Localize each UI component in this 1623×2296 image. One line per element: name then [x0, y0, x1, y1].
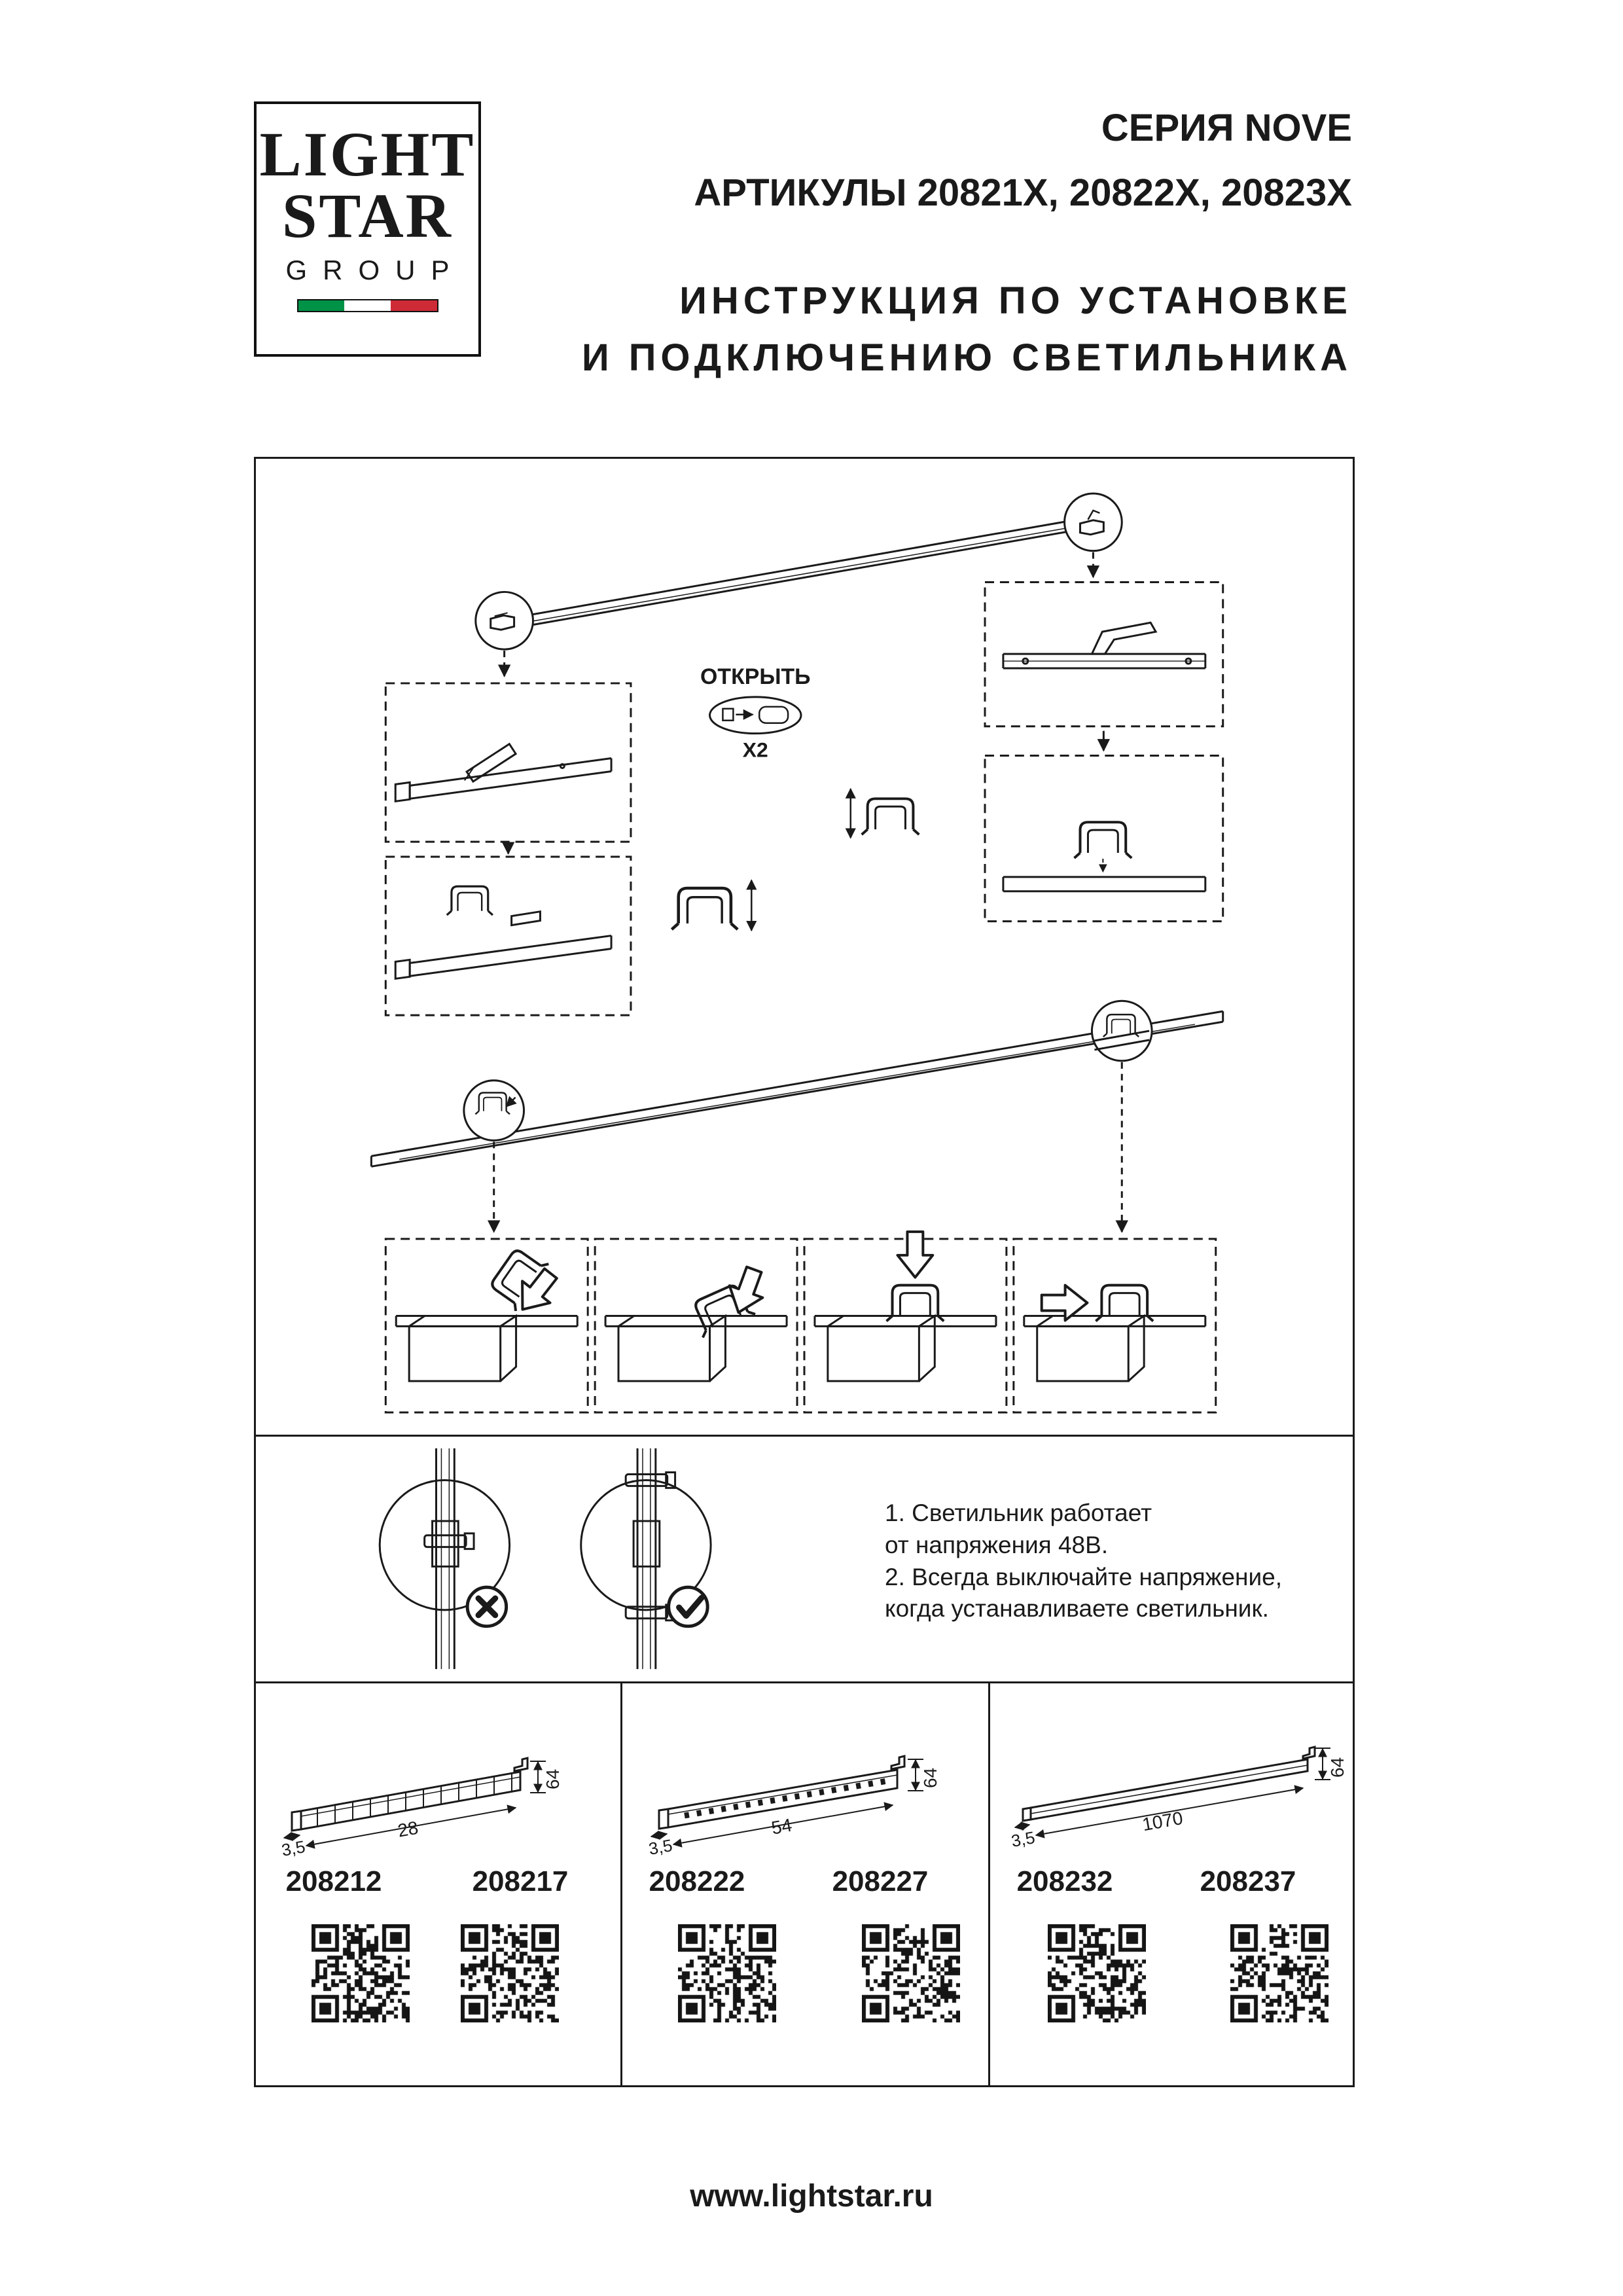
- wrong-strap-assembly: [378, 1448, 511, 1670]
- qr-code: [461, 1924, 559, 2022]
- column-divider-2: [988, 1683, 990, 2085]
- endcap-callout-right-icon: [1063, 492, 1123, 552]
- flag-red-segment: [390, 300, 437, 312]
- instruction-title: ИНСТРУКЦИЯ ПО УСТАНОВКЕ И ПОДКЛЮЧЕНИЮ СВ…: [582, 272, 1352, 386]
- dim-height-2: 64: [920, 1768, 940, 1788]
- open-count-label: X2: [743, 738, 768, 762]
- track-rail-bottom: [370, 1010, 1224, 1168]
- dim-width-1: 3,5: [280, 1837, 307, 1860]
- detail-open-endcap-box: [384, 682, 632, 843]
- product-drawing-1: 64 28 3,5: [280, 1757, 563, 1860]
- clip-callout-right-icon: [1090, 999, 1153, 1062]
- dim-length-3: 1070: [1141, 1808, 1185, 1835]
- mount-clip-icon-1: [845, 787, 921, 839]
- qr-code: [312, 1924, 410, 2022]
- article-number: 208232: [1016, 1865, 1113, 1897]
- strap-warning-diagram: [378, 1448, 712, 1670]
- note-line-3: 2. Всегда выключайте напряжение,: [885, 1563, 1282, 1590]
- article-number: 208222: [649, 1865, 745, 1897]
- open-label: ОТКРЫТЬ: [700, 664, 810, 689]
- mount-clip-icon-2: [671, 879, 757, 932]
- track-rail-top: [484, 514, 1101, 634]
- endcap-callout-left-icon: [474, 590, 534, 651]
- article-number: 208217: [472, 1865, 569, 1897]
- detail-clip-side-box: [984, 755, 1224, 923]
- lightstar-logo: LIGHT STAR GROUP: [254, 101, 481, 357]
- qr-code: [678, 1924, 776, 2022]
- dim-height-3: 64: [1327, 1757, 1347, 1778]
- install-step-2: [594, 1238, 798, 1414]
- cross-icon: [465, 1585, 508, 1628]
- document-header: СЕРИЯ NOVE АРТИКУЛЫ 20821X, 20822X, 2082…: [582, 106, 1352, 386]
- dim-width-2: 3,5: [647, 1835, 674, 1859]
- dim-length-2: 54: [770, 1815, 793, 1839]
- install-step-4: [1012, 1238, 1217, 1414]
- installation-diagram: ОТКРЫТЬ X2: [370, 492, 1224, 1414]
- dim-width-3: 3,5: [1010, 1827, 1037, 1851]
- check-icon: [667, 1585, 709, 1628]
- instruction-title-line1: ИНСТРУКЦИЯ ПО УСТАНОВКЕ: [679, 279, 1352, 322]
- footer-website: www.lightstar.ru: [690, 2179, 933, 2214]
- flag-green-segment: [298, 300, 345, 312]
- qr-code: [1230, 1924, 1329, 2022]
- clip-callout-left-icon: [463, 1079, 526, 1141]
- open-button-icon: ОТКРЫТЬ X2: [700, 664, 810, 762]
- product-drawing-2: 64 54 3,5: [647, 1755, 940, 1859]
- article-number: 208212: [285, 1865, 382, 1897]
- safety-notes: 1. Светильник работает от напряжения 48В…: [885, 1498, 1282, 1625]
- articles-subtitle: АРТИКУЛЫ 20821X, 20822X, 20823X: [694, 171, 1352, 214]
- article-number: 208227: [832, 1865, 929, 1897]
- column-divider-1: [620, 1683, 622, 2085]
- correct-strap-assembly: [580, 1448, 712, 1670]
- logo-star-text: STAR: [282, 181, 453, 251]
- install-step-3: [803, 1230, 1008, 1414]
- logo-group-text: GROUP: [285, 255, 465, 286]
- qr-code: [862, 1924, 960, 2022]
- detail-insert-clip-box: [384, 855, 632, 1016]
- note-line-1: 1. Светильник работает: [885, 1499, 1152, 1526]
- product-drawing-3: 64 1070 3,5: [1010, 1746, 1347, 1851]
- install-step-1: [384, 1238, 589, 1414]
- logo-light-text: LIGHT: [259, 119, 476, 189]
- flag-white-segment: [344, 300, 391, 312]
- article-number: 208237: [1200, 1865, 1296, 1897]
- detail-open-latch-box: [984, 581, 1224, 728]
- note-line-4: когда устанавливаете светильник.: [885, 1595, 1269, 1623]
- qr-code: [1048, 1924, 1146, 2022]
- series-title: СЕРИЯ NOVE: [1101, 107, 1352, 149]
- dim-length-1: 28: [396, 1818, 419, 1841]
- instruction-title-line2: И ПОДКЛЮЧЕНИЮ СВЕТИЛЬНИКА: [581, 336, 1352, 379]
- products-panel: [254, 1681, 1355, 2087]
- italy-flag-stripe: [296, 299, 438, 313]
- safety-panel: [254, 1435, 1355, 1683]
- dim-height-1: 64: [543, 1769, 563, 1789]
- note-line-2: от напряжения 48В.: [885, 1531, 1109, 1558]
- installation-panel: ОТКРЫТЬ X2: [254, 457, 1355, 1437]
